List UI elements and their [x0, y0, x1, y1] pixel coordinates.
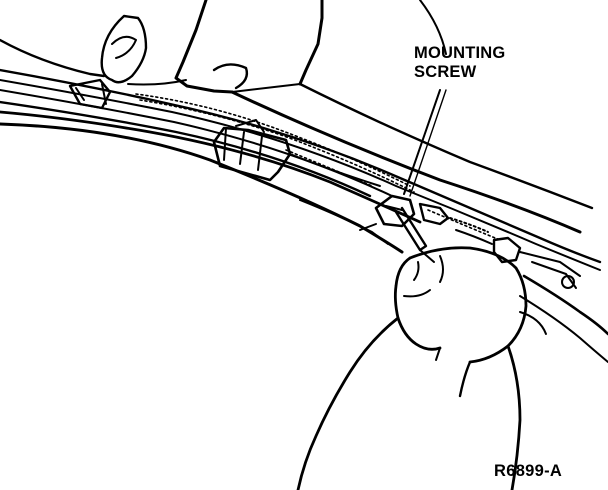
- right-hand: [296, 246, 547, 490]
- visor-panel: [174, 0, 324, 94]
- trim-panel-lower: [299, 199, 389, 245]
- upper-hand: [0, 14, 187, 86]
- header-edge: [230, 0, 594, 234]
- left-clip: [68, 78, 112, 110]
- screwdriver: [394, 206, 435, 263]
- mounting-screw-callout: MOUNTING SCREW: [414, 44, 505, 82]
- callout-line-1: MOUNTING: [414, 44, 506, 62]
- callout-line-2: SCREW: [414, 63, 477, 81]
- mounting-screw-assembly: [374, 194, 581, 289]
- figure-id: R6899-A: [494, 462, 563, 480]
- callout-leader: [403, 89, 447, 197]
